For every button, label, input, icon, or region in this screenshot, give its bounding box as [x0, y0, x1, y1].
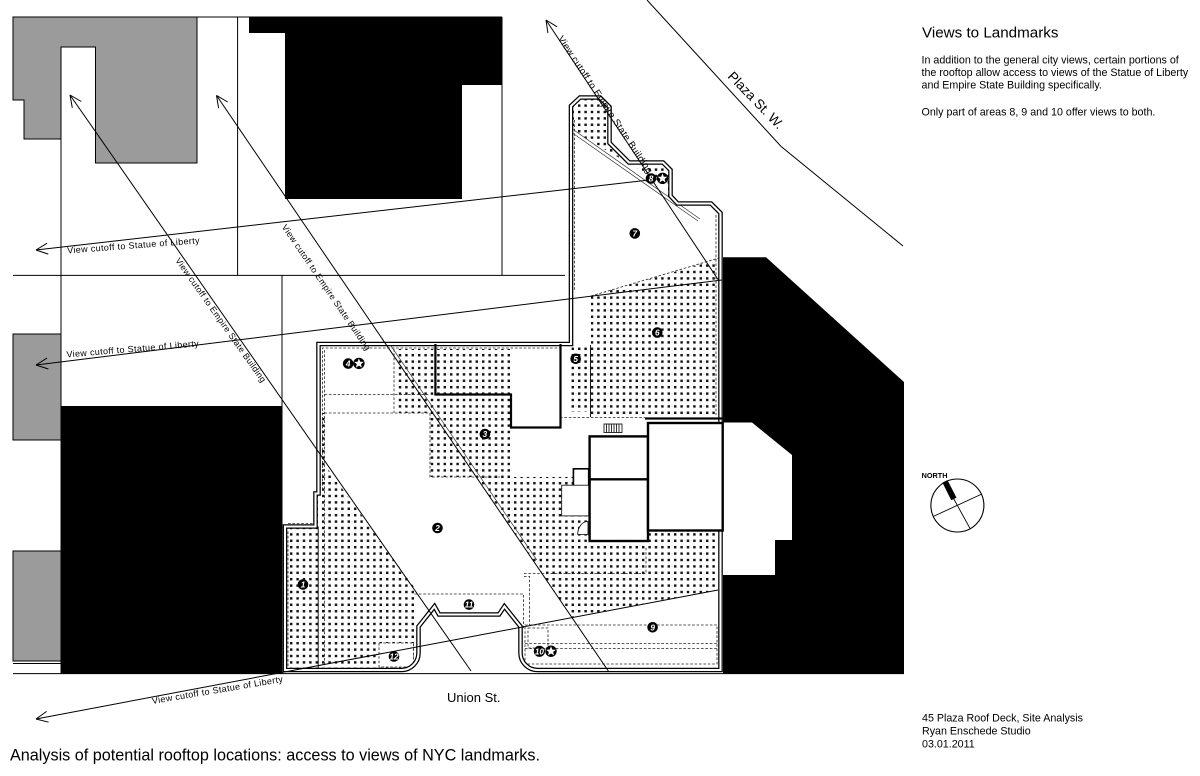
svg-text:9: 9: [650, 623, 655, 632]
svg-text:Only part of areas 8, 9 and 10: Only part of areas 8, 9 and 10 offer vie…: [922, 107, 1156, 119]
svg-text:Analysis of potential rooftop: Analysis of potential rooftop locations:…: [10, 747, 540, 765]
svg-text:the rooftop allow access to vi: the rooftop allow access to views of the…: [922, 67, 1189, 79]
svg-text:2: 2: [434, 524, 440, 533]
svg-text:In addition to the general cit: In addition to the general city views, c…: [922, 55, 1179, 67]
svg-text:and Empire State Building spec: and Empire State Building specifically.: [922, 80, 1102, 92]
svg-text:Union St.: Union St.: [447, 690, 500, 705]
svg-text:3: 3: [483, 430, 488, 439]
svg-text:Ryan Enschede Studio: Ryan Enschede Studio: [922, 726, 1031, 738]
svg-text:1: 1: [301, 581, 306, 590]
svg-text:Views to Landmarks: Views to Landmarks: [922, 25, 1059, 42]
svg-text:45 Plaza Roof Deck, Site Analy: 45 Plaza Roof Deck, Site Analysis: [922, 713, 1083, 725]
svg-text:8: 8: [649, 175, 654, 184]
svg-text:6: 6: [655, 329, 660, 338]
svg-text:4: 4: [345, 360, 351, 369]
svg-text:12: 12: [389, 653, 399, 662]
svg-text:NORTH: NORTH: [922, 471, 948, 480]
svg-text:7: 7: [633, 229, 638, 238]
svg-text:10: 10: [535, 647, 545, 656]
svg-text:11: 11: [465, 601, 474, 610]
svg-text:03.01.2011: 03.01.2011: [922, 739, 975, 751]
svg-text:5: 5: [573, 355, 578, 364]
